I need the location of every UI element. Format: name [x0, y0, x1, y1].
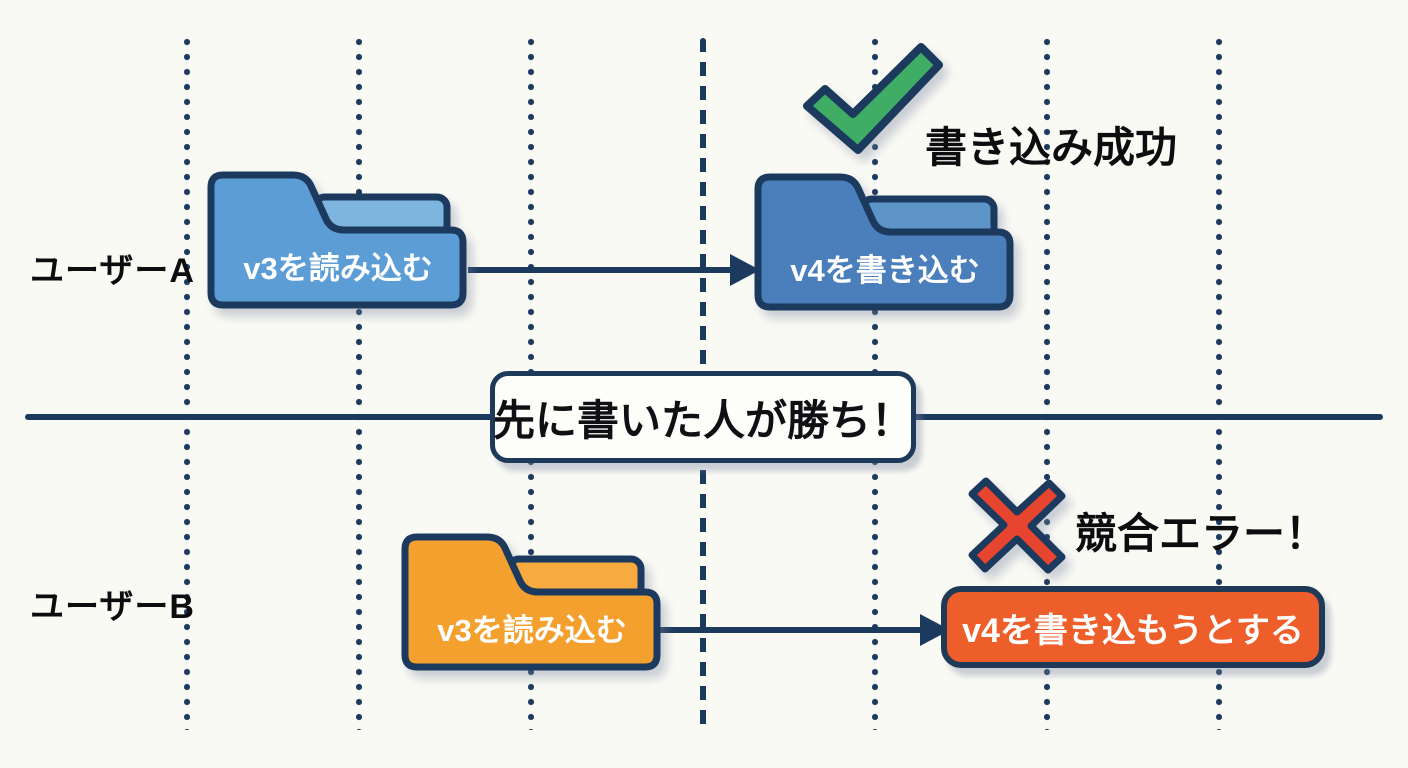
folder-user-a-read-label: v3を読み込む [243, 251, 432, 286]
lane-label-user-a: ユーザーA [30, 252, 195, 290]
result-box-user-b: v4を書き込もうとする [941, 586, 1325, 668]
checkmark-icon [803, 43, 943, 154]
timeline-dotted-line-2 [356, 38, 362, 730]
x-mark-icon [968, 477, 1066, 574]
error-status-label: 競合エラー！ [1075, 510, 1328, 557]
folder-user-a-write: v4を書き込む [754, 173, 1014, 311]
arrow-user-a [468, 254, 760, 286]
lane-label-user-b: ユーザーB [30, 588, 195, 626]
banner-label: 先に書いた人が勝ち！ [493, 396, 914, 444]
result-box-label: v4を書き込もうとする [962, 611, 1304, 650]
timeline-dotted-line-6 [1216, 38, 1222, 730]
timeline-dotted-line-1 [184, 38, 190, 730]
folder-user-b-read: v3を読み込む [401, 533, 661, 671]
folder-user-a-write-label: v4を書き込む [790, 253, 979, 288]
banner: 先に書いた人が勝ち！ [490, 371, 916, 463]
success-status-label: 書き込み成功 [925, 124, 1178, 171]
arrow-user-b [660, 614, 950, 646]
folder-user-a-read: v3を読み込む [207, 171, 467, 309]
timeline-dotted-line-5 [1044, 38, 1050, 730]
folder-user-b-read-label: v3を読み込む [437, 613, 626, 648]
